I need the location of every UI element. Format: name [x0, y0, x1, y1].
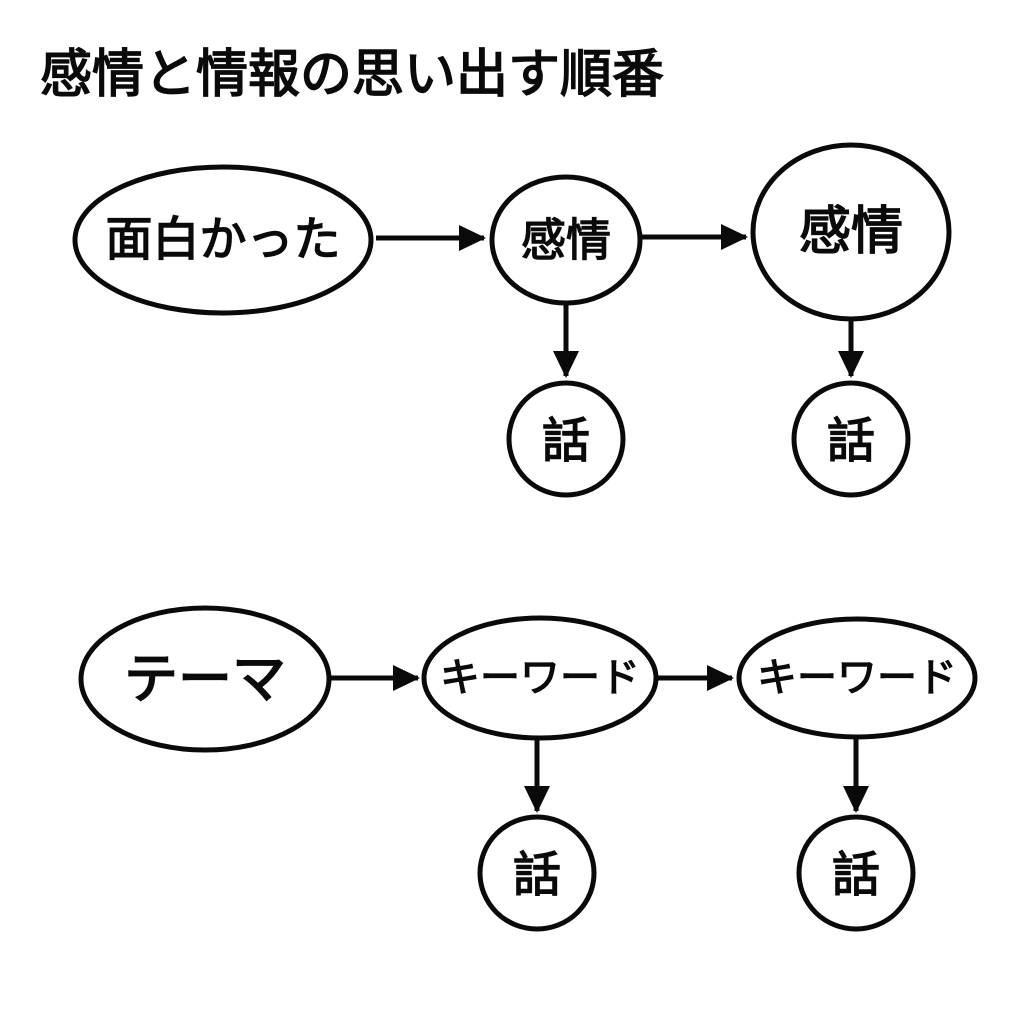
node-keyword-right: キーワード — [736, 616, 978, 740]
node-story-bottom-right-label: 話 — [832, 847, 880, 903]
node-emotion-large: 感情 — [750, 142, 952, 322]
node-story-top-mid-label: 話 — [542, 413, 590, 469]
node-theme-label: テーマ — [124, 648, 286, 711]
node-emotion-small-ellipse — [489, 174, 643, 306]
node-funny-ellipse — [72, 164, 374, 316]
node-emotion-large-ellipse — [750, 142, 952, 322]
node-funny-label: 面白かった — [106, 213, 341, 268]
node-keyword-mid-ellipse — [421, 615, 659, 741]
node-story-top-right-label: 話 — [827, 413, 875, 469]
node-story-bottom-mid-ellipse — [477, 814, 597, 932]
node-story-top-mid-ellipse — [506, 380, 626, 498]
node-keyword-right-label: キーワード — [757, 655, 957, 701]
node-emotion-small: 感情 — [489, 174, 643, 306]
node-story-bottom-mid-label: 話 — [513, 847, 561, 903]
node-theme-ellipse — [78, 605, 332, 753]
node-keyword-mid-label: キーワード — [440, 655, 640, 701]
node-story-top-mid: 話 — [506, 380, 626, 498]
node-funny: 面白かった — [72, 164, 374, 316]
node-story-bottom-right: 話 — [796, 814, 916, 932]
node-theme: テーマ — [78, 605, 332, 753]
node-emotion-small-label: 感情 — [521, 214, 611, 267]
node-keyword-right-ellipse — [736, 616, 978, 740]
node-story-bottom-mid: 話 — [477, 814, 597, 932]
node-keyword-mid: キーワード — [421, 615, 659, 741]
diagram-title: 感情と情報の思い出す順番 — [40, 45, 664, 105]
node-story-bottom-right-ellipse — [796, 814, 916, 932]
node-story-top-right: 話 — [791, 380, 911, 498]
node-story-top-right-ellipse — [791, 380, 911, 498]
node-emotion-large-label: 感情 — [799, 202, 903, 262]
